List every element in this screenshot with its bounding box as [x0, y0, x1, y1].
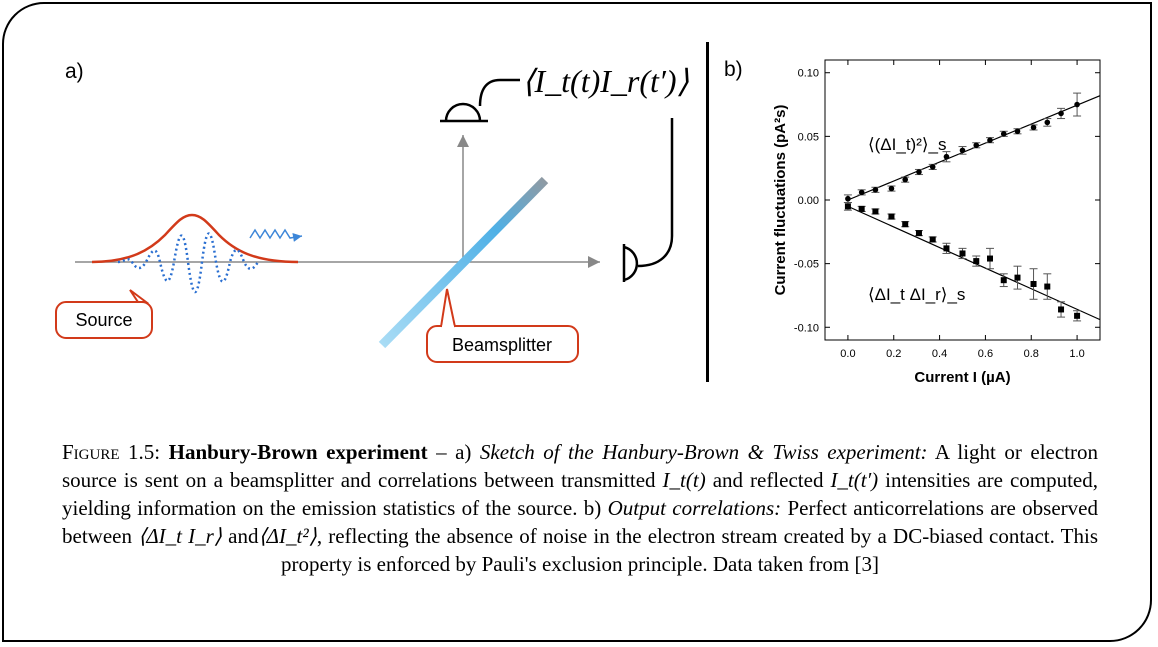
data-point-square [959, 250, 966, 257]
caption-text-6: , reflecting the absence of noise in the… [280, 524, 1098, 576]
data-point-square [1074, 312, 1081, 319]
panel-a-label: a) [65, 60, 84, 83]
caption-math-transmitted: I_t(t) [662, 468, 706, 492]
x-axis-label: Current I (µA) [914, 369, 1010, 386]
caption-part-a-title: Sketch of the Hanbury-Brown & Twiss expe… [479, 440, 928, 464]
data-point-square [973, 258, 980, 265]
data-point-square [929, 236, 936, 243]
x-tick-label: 0.6 [978, 348, 993, 360]
data-point-square [872, 208, 879, 215]
caption-dash: – [427, 440, 456, 464]
correlation-chart: 0.0 0.2 0.4 0.6 0.8 1.0 0.10 0.05 0.00 -0.05 -0.10… [772, 59, 1101, 386]
data-point-circle [1000, 131, 1007, 137]
caption-part-b-prefix: b) [583, 496, 608, 520]
data-point-square [1044, 283, 1051, 290]
data-point-square [1030, 281, 1037, 287]
data-point-circle [845, 195, 851, 202]
caption-part-a-prefix: a) [455, 440, 480, 464]
data-point-square [858, 205, 865, 212]
right-detector-icon [622, 118, 674, 282]
data-point-square [844, 203, 851, 210]
beamsplitter-callout: Beamsplitter [426, 288, 579, 363]
y-tick-label: -0.10 [794, 322, 819, 334]
hbt-sketch: Source Beamsplitter ⟨I_t(t)I_r(t′)⟩ [55, 63, 690, 363]
data-point-circle [1058, 110, 1064, 117]
data-point-circle [959, 147, 966, 154]
data-point-circle [943, 153, 950, 160]
x-tick-label: 1.0 [1069, 348, 1084, 360]
data-point-square [987, 255, 993, 262]
figure-number: Figure 1.5: [62, 440, 161, 464]
x-tick-label: 0.2 [886, 348, 901, 360]
data-point-square [1058, 306, 1065, 313]
photon-icon [249, 228, 303, 242]
data-point-circle [1030, 124, 1037, 131]
top-detector-icon [440, 78, 520, 123]
data-point-square [888, 213, 895, 220]
data-point-circle [1014, 128, 1021, 135]
data-point-square [943, 245, 950, 252]
data-point-circle [973, 142, 980, 149]
caption-part-a-text: A light or electron source is sent on a … [62, 440, 1099, 492]
wavepacket-envelope [91, 213, 299, 264]
data-point-circle [916, 169, 922, 175]
beamsplitter [378, 176, 549, 349]
annotation-cross-correlation: ⟨ΔI_t ΔI_r⟩_s [868, 285, 965, 304]
data-point-circle [929, 164, 936, 170]
data-point-circle [1074, 101, 1080, 108]
caption-math-reflected: I_t(t′) [830, 468, 879, 492]
source-callout: Source [55, 289, 153, 339]
data-point-circle [888, 185, 895, 192]
data-point-square [1000, 277, 1007, 284]
data-point-circle [902, 176, 909, 183]
caption-text-5: and [222, 524, 259, 548]
data-point-circle [872, 187, 879, 193]
figure-caption: Figure 1.5: Hanbury-Brown experiment – a… [62, 438, 1098, 578]
y-tick-label: 0.05 [798, 131, 819, 143]
caption-text-4: Perfect anticorrelations are observed be… [62, 496, 1098, 548]
panel-divider [706, 42, 709, 382]
panel-b-label: b) [724, 58, 743, 81]
x-tick-label: 0.8 [1024, 348, 1039, 360]
y-tick-label: 0.10 [798, 68, 819, 80]
data-point-square [1014, 274, 1021, 281]
correlator-label: ⟨I_t(t)I_r(t′)⟩ [522, 63, 690, 99]
y-tick-label: 0.00 [798, 195, 819, 207]
beamsplitter-label: Beamsplitter [452, 335, 552, 355]
y-tick-label: -0.05 [794, 259, 819, 271]
source-label: Source [75, 310, 132, 330]
data-point-circle [858, 189, 865, 196]
caption-text-3: intensities are computed, yielding infor… [62, 468, 1099, 520]
caption-part-b-title: Output correlations: [607, 496, 782, 520]
annotation-auto-correlation: ⟨(ΔI_t)²⟩_s [868, 135, 946, 154]
caption-math-cross: ⟨ΔI_t I_r⟩ [138, 524, 222, 548]
y-axis-label: Current fluctuations (pA²s) [772, 105, 789, 296]
x-tick-label: 0.0 [840, 348, 855, 360]
wavepacket-oscillation [117, 232, 260, 294]
data-point-circle [1044, 119, 1051, 126]
caption-math-auto: ⟨ΔI_t²⟩ [258, 524, 317, 548]
data-point-circle [987, 137, 993, 143]
figure-title: Hanbury-Brown experiment [168, 440, 428, 464]
data-point-square [915, 230, 922, 237]
x-tick-label: 0.4 [932, 348, 947, 360]
data-point-square [902, 221, 909, 228]
caption-text-2: and reflected [705, 468, 831, 492]
